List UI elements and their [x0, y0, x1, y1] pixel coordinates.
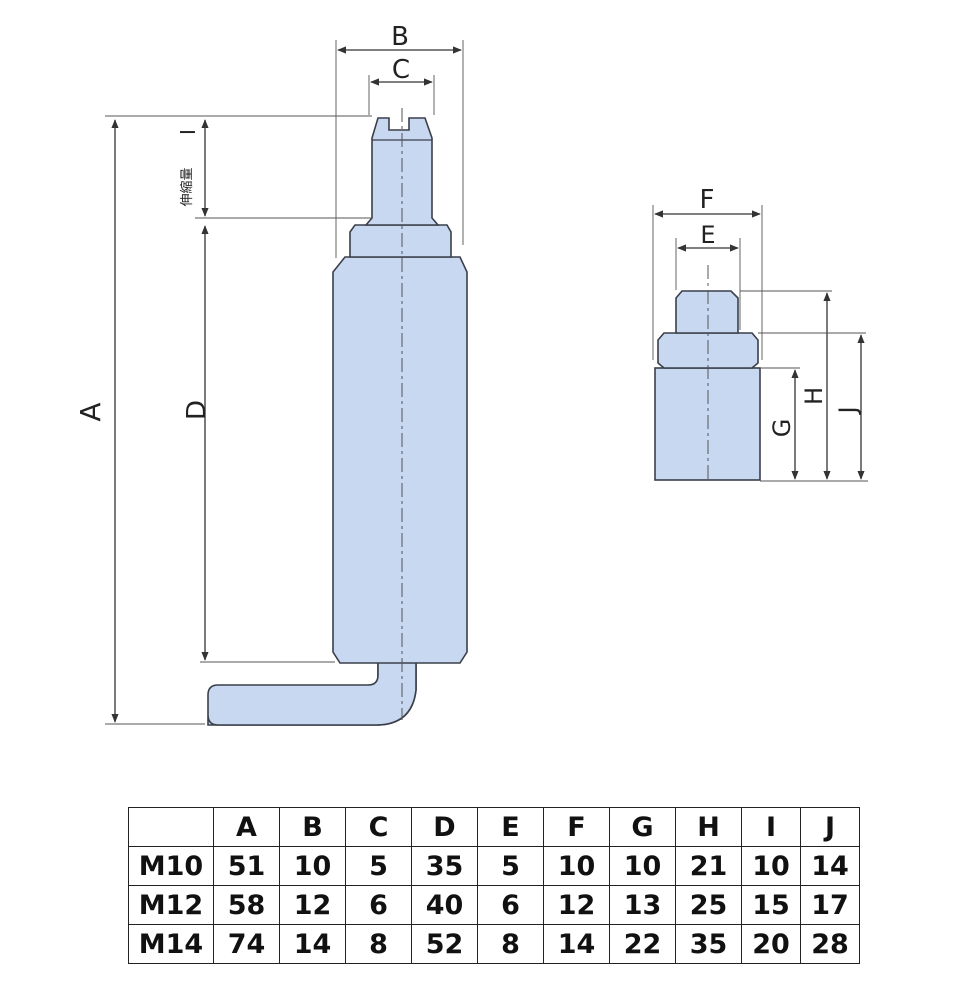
technical-drawing: A I 伸縮量 D B C F E — [74, 22, 868, 726]
table-cell: 13 — [609, 885, 676, 925]
column-header: D — [411, 807, 478, 847]
column-header: F — [543, 807, 610, 847]
table-cell: 10 — [279, 846, 346, 886]
table-cell: 52 — [411, 924, 478, 964]
table-row: M14 74 14 8 52 8 14 22 35 20 28 — [128, 924, 860, 964]
table-cell: 8 — [345, 924, 412, 964]
table-cell: 40 — [411, 885, 478, 925]
table-cell: 51 — [213, 846, 280, 886]
table-cell: 12 — [279, 885, 346, 925]
table-corner — [128, 807, 214, 847]
column-header: A — [213, 807, 280, 847]
column-header: H — [675, 807, 742, 847]
table-cell: 14 — [279, 924, 346, 964]
table-cell: 10 — [543, 846, 610, 886]
table-cell: 5 — [345, 846, 412, 886]
table-row: M10 51 10 5 35 5 10 10 21 10 14 — [128, 846, 860, 886]
table-cell: 8 — [477, 924, 544, 964]
label-d: D — [182, 400, 212, 420]
main-body — [332, 256, 468, 664]
table-cell: 10 — [609, 846, 676, 886]
label-b: B — [391, 22, 409, 52]
label-stroke: 伸縮量 — [179, 167, 195, 206]
column-header: C — [345, 807, 412, 847]
size-cell: M12 — [128, 885, 214, 925]
size-cell: M10 — [128, 846, 214, 886]
table-cell: 74 — [213, 924, 280, 964]
end-view: F E G H J — [652, 185, 868, 482]
table-cell: 17 — [800, 885, 860, 925]
table-cell: 5 — [477, 846, 544, 886]
dimension-table: A B C D E F G H I J M10 51 10 5 35 5 10 … — [128, 807, 860, 964]
label-c: C — [392, 55, 410, 85]
label-e: E — [700, 221, 715, 249]
table-cell: 35 — [675, 924, 742, 964]
column-header: G — [609, 807, 676, 847]
table-cell: 58 — [213, 885, 280, 925]
table-cell: 6 — [477, 885, 544, 925]
label-i: I — [176, 129, 200, 135]
table-row: M12 58 12 6 40 6 12 13 25 15 17 — [128, 885, 860, 925]
table-header-row: A B C D E F G H I J — [128, 807, 860, 847]
label-j: J — [834, 406, 862, 415]
side-view: A I 伸縮量 D B C — [74, 22, 468, 726]
handle-tip — [207, 659, 417, 726]
table-cell: 22 — [609, 924, 676, 964]
table-cell: 14 — [543, 924, 610, 964]
label-h: H — [800, 387, 828, 405]
table-cell: 25 — [675, 885, 742, 925]
column-header: E — [477, 807, 544, 847]
label-f: F — [700, 185, 715, 215]
table-cell: 28 — [800, 924, 860, 964]
column-header: I — [741, 807, 801, 847]
table-cell: 12 — [543, 885, 610, 925]
size-cell: M14 — [128, 924, 214, 964]
table-cell: 21 — [675, 846, 742, 886]
table-cell: 35 — [411, 846, 478, 886]
table-cell: 15 — [741, 885, 801, 925]
table-cell: 20 — [741, 924, 801, 964]
table-cell: 6 — [345, 885, 412, 925]
table-cell: 14 — [800, 846, 860, 886]
shoulder-nut — [349, 224, 452, 258]
end-pin — [675, 290, 739, 334]
table-cell: 10 — [741, 846, 801, 886]
column-header: B — [279, 807, 346, 847]
label-a: A — [74, 402, 107, 421]
label-g: G — [768, 419, 796, 438]
column-header: J — [800, 807, 860, 847]
